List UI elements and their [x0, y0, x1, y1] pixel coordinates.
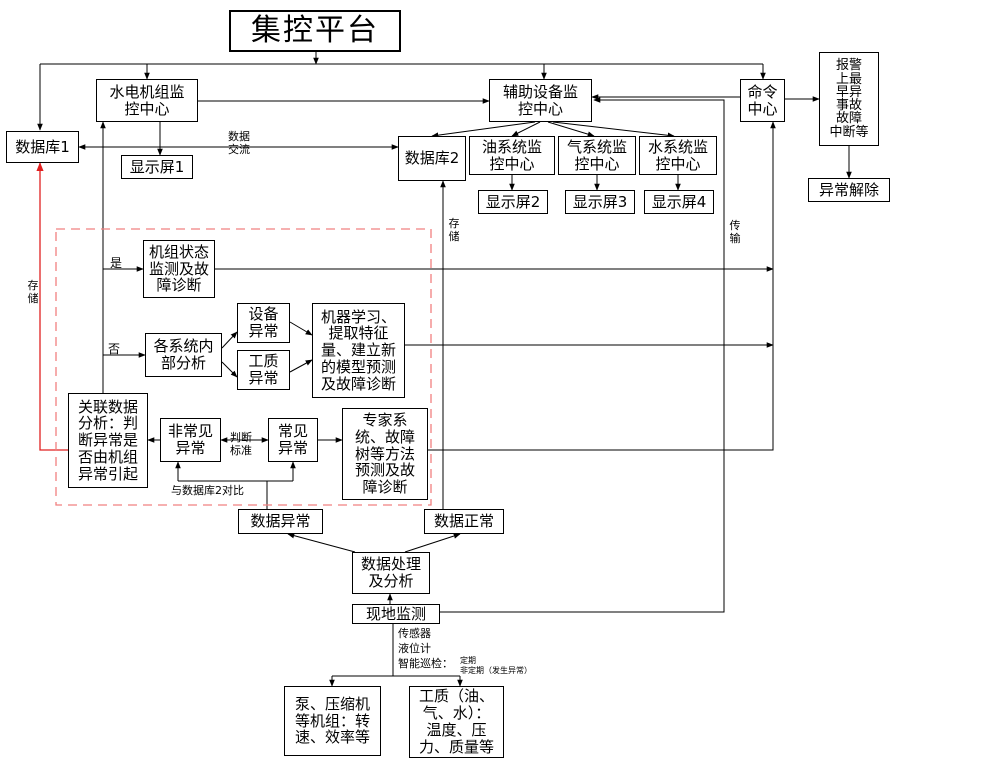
db1-box: 数据库1	[6, 131, 79, 163]
compare-db2-label: 与数据库2对比	[171, 484, 244, 497]
command-center-box: 命令 中心	[740, 79, 785, 122]
connector-aux-to-oil	[511, 121, 541, 137]
judge-criteria-label: 判断 标准	[230, 431, 252, 457]
ml-box: 机器学习、 提取特征 量、建立新 的模型预测 及故障诊断	[312, 303, 405, 398]
connector-aux-to-gas	[547, 121, 595, 137]
fluid-anomaly-box: 工质 异常	[237, 350, 290, 390]
display2-box: 显示屏2	[478, 190, 548, 214]
dashed-analysis-region	[55, 228, 432, 506]
unit-state-box: 机组状态 监测及故 障诊断	[143, 240, 215, 298]
processing-box: 数据处理 及分析	[352, 552, 430, 594]
connector-aux-to-db2	[431, 121, 536, 138]
patrol-label: 智能巡检：	[398, 657, 453, 670]
display3-box: 显示屏3	[565, 190, 635, 214]
connector-expert-to-command	[428, 121, 776, 451]
alarm-box: 报警 上最 早异 事故 故障 中断等	[819, 52, 879, 146]
expert-system-box: 专家系 统、故障 树等方法 预测及故 障诊断	[342, 408, 428, 500]
connector-processing-to-normal	[404, 533, 461, 553]
data-exchange-label: 数据 交流	[228, 130, 250, 156]
oil-center-box: 油系统监 控中心	[469, 136, 555, 175]
transfer-label: 传输	[729, 219, 741, 245]
assoc-analysis-box: 关联数据 分析：判 断异常是 否由机组 异常引起	[68, 393, 148, 488]
fluid-params-box: 工质（油、 气、水）： 温度、压 力、质量等	[409, 686, 504, 758]
connector-aux-to-water	[552, 121, 675, 139]
aperiodic-label: 非定期（发生异常）	[460, 666, 532, 675]
aux-center-box: 辅助设备监 控中心	[489, 79, 592, 122]
connector-internal-to-fluid	[221, 361, 238, 378]
sys-internal-box: 各系统内 部分析	[145, 333, 222, 377]
hydro-center-box: 水电机组监 控中心	[96, 79, 198, 122]
sensor-label: 传感器	[398, 627, 431, 640]
data-abnormal-box: 数据异常	[238, 509, 323, 534]
yes-label: 是	[110, 256, 123, 270]
common-anomaly-box: 常见 异常	[268, 418, 318, 462]
db2-box: 数据库2	[398, 136, 466, 181]
periodic-label: 定期	[460, 656, 476, 665]
pumps-box: 泵、压缩机 等机组：转 速、效率等	[284, 686, 381, 756]
connector-assoc-to-db1-red	[36, 162, 68, 451]
connector-processing-to-abnormal	[287, 532, 356, 553]
device-anomaly-box: 设备 异常	[237, 303, 290, 343]
data-normal-box: 数据正常	[424, 509, 504, 534]
connector-device-to-ml	[289, 321, 313, 336]
anomaly-cleared-box: 异常解除	[808, 178, 890, 202]
gas-center-box: 气系统监 控中心	[558, 136, 636, 175]
connector-field-to-aux	[440, 97, 725, 613]
display1-box: 显示屏1	[121, 155, 193, 179]
display4-box: 显示屏4	[644, 190, 714, 214]
connector-internal-to-device	[221, 331, 238, 349]
storage-left-label: 存储	[27, 279, 39, 305]
level-meter-label: 液位计	[398, 642, 431, 655]
storage-mid-label: 存储	[448, 217, 460, 243]
platform-box: 集控平台	[229, 10, 401, 52]
field-monitor-box: 现地监测	[352, 604, 440, 624]
uncommon-anomaly-box: 非常见 异常	[160, 418, 221, 462]
water-center-box: 水系统监 控中心	[639, 136, 717, 175]
connector-fluid-to-ml	[289, 359, 313, 373]
no-label: 否	[108, 342, 121, 356]
